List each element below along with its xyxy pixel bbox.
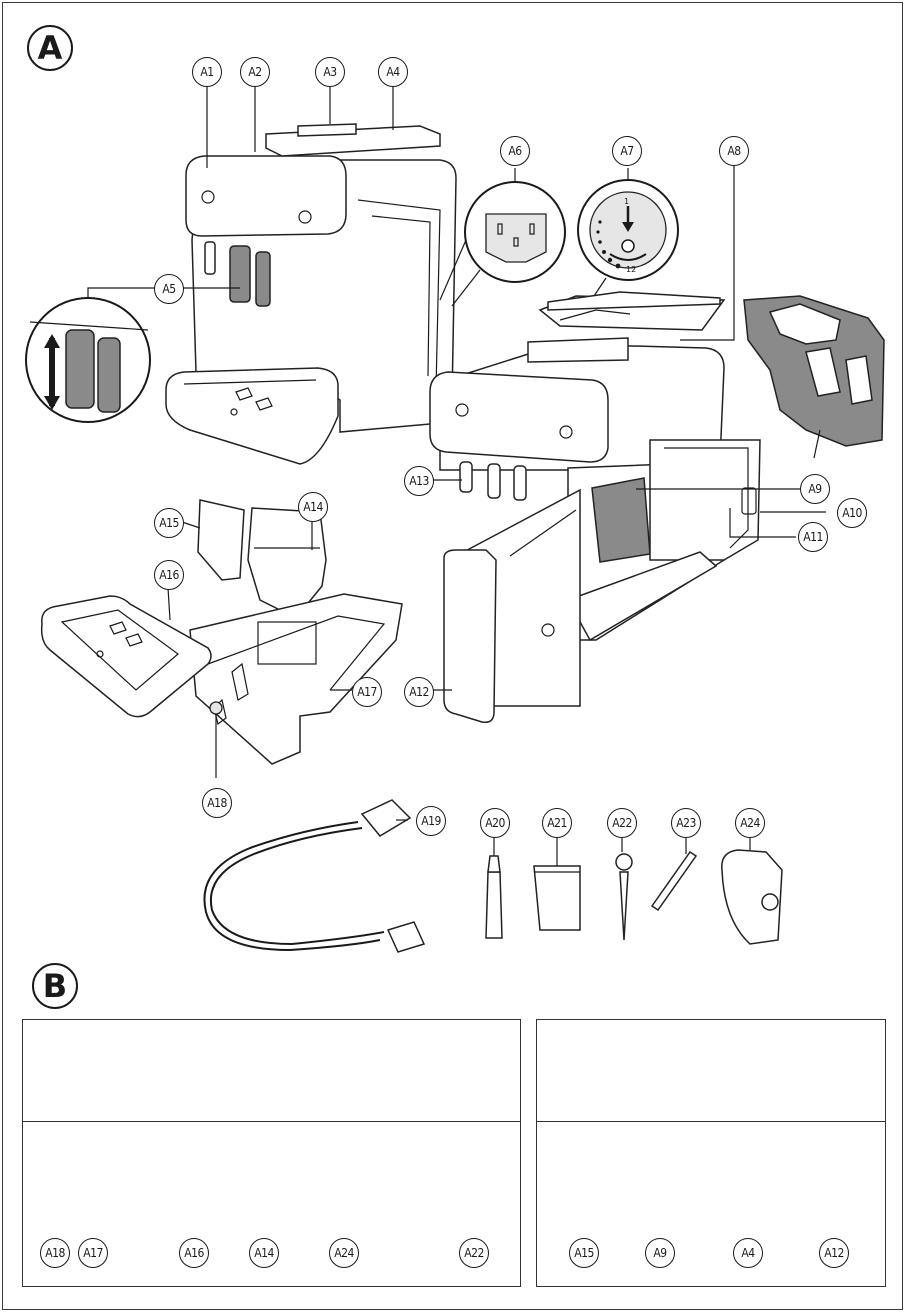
callout-a19: A19 <box>416 806 446 836</box>
callout-a17: A17 <box>352 677 382 707</box>
leader-lines <box>167 86 826 866</box>
dial-number-top: 1 <box>624 197 630 206</box>
callout-a10: A10 <box>837 498 867 528</box>
callout-a11: A11 <box>798 522 828 552</box>
callout-a4: A4 <box>378 57 408 87</box>
not-dishwasher-safe-divider <box>536 1121 886 1122</box>
accessories-row <box>485 849 783 945</box>
callout-a9: A9 <box>800 474 830 504</box>
callout-a21: A21 <box>542 808 572 838</box>
b-right-callout: A9 <box>645 1238 675 1268</box>
b-left-callout: A24 <box>329 1238 359 1268</box>
b-left-callout: A18 <box>40 1238 70 1268</box>
callout-a7: A7 <box>612 136 642 166</box>
power-socket-zoom <box>439 168 566 307</box>
callout-a23: A23 <box>671 808 701 838</box>
coffee-machine-open <box>429 291 761 724</box>
callout-a8: A8 <box>719 136 749 166</box>
b-left-callout: A22 <box>459 1238 489 1268</box>
callout-a5: A5 <box>154 274 184 304</box>
callout-a14: A14 <box>298 492 328 522</box>
drip-tray-exploded <box>40 499 403 778</box>
b-left-callout: A16 <box>179 1238 209 1268</box>
dishwasher-safe-divider <box>22 1121 521 1122</box>
section-a-badge: A <box>27 25 73 71</box>
b-right-callout: A15 <box>569 1238 599 1268</box>
callout-a2: A2 <box>240 57 270 87</box>
callout-a13: A13 <box>404 466 434 496</box>
callout-a15: A15 <box>154 508 184 538</box>
callout-a18: A18 <box>202 788 232 818</box>
callout-a16: A16 <box>154 560 184 590</box>
b-left-callout: A17 <box>78 1238 108 1268</box>
b-left-callout: A14 <box>249 1238 279 1268</box>
callout-a3: A3 <box>315 57 345 87</box>
b-right-callout: A12 <box>819 1238 849 1268</box>
power-cord <box>203 799 426 953</box>
brew-group <box>743 295 885 459</box>
callout-a6: A6 <box>500 136 530 166</box>
callout-a24: A24 <box>735 808 765 838</box>
callout-a12: A12 <box>404 677 434 707</box>
b-right-callout: A4 <box>733 1238 763 1268</box>
spout-zoom-detail <box>25 287 178 423</box>
callout-a22: A22 <box>607 808 637 838</box>
callout-a1: A1 <box>192 57 222 87</box>
grind-dial-zoom <box>577 168 679 303</box>
callout-a20: A20 <box>480 808 510 838</box>
coffee-machine-front <box>165 123 457 465</box>
section-b-badge: B <box>32 963 78 1009</box>
dial-number-bottom: 12 <box>626 265 637 274</box>
